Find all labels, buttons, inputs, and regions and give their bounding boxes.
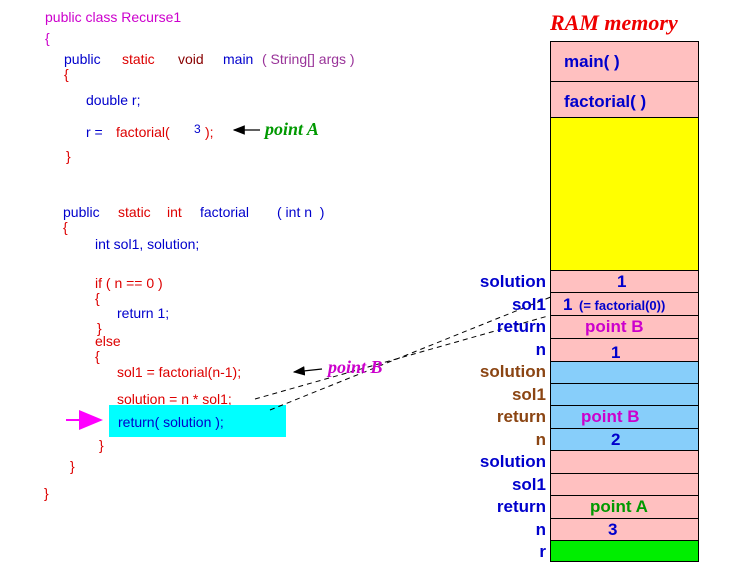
ram-memory-title: RAM memory [550, 10, 678, 35]
brace-close: } [70, 458, 75, 474]
sol1-value-note: (= factorial(0)) [579, 298, 666, 313]
return-1: return 1; [117, 305, 170, 321]
keyword-void: void [178, 51, 204, 67]
return-cell-2 [550, 405, 699, 429]
brace-close: } [66, 148, 71, 164]
sol1-assign: sol1 = factorial(n-1); [117, 364, 242, 380]
brace-open: { [45, 30, 50, 46]
r-cell [550, 540, 699, 562]
n-cell-2 [550, 428, 699, 451]
sol1-cell-3 [550, 473, 699, 496]
keyword-static: static [122, 51, 155, 67]
return-value-3: point A [590, 497, 648, 516]
brace-close: } [44, 485, 49, 501]
label-r: r [539, 542, 546, 561]
sol1-cell-2 [550, 383, 699, 406]
label-solution-3: solution [479, 452, 546, 471]
main-params: ( String[] args ) [262, 51, 355, 67]
keyword-public: public [63, 204, 100, 220]
free-memory-area [550, 117, 699, 271]
class-declaration: public class Recurse1 [45, 9, 182, 25]
keyword-int: int [167, 204, 182, 220]
decl-sol1-solution: int sol1, solution; [95, 236, 200, 252]
label-sol1-1: sol1 [511, 295, 546, 314]
decl-double-r: double r; [86, 92, 141, 108]
n-value-3: 3 [608, 520, 618, 539]
method-factorial: factorial [200, 204, 250, 220]
return-value-1: point B [585, 317, 644, 336]
sol1-value-1: 1 [563, 295, 573, 314]
main-frame-cell [550, 41, 699, 82]
arg-3: 3 [194, 122, 201, 136]
solution-value-1: 1 [617, 272, 627, 291]
n-cell-1 [550, 338, 699, 362]
factorial-params: ( int n ) [277, 204, 325, 220]
label-return-1: return [496, 317, 546, 336]
n-value-2: 2 [611, 430, 621, 449]
factorial-frame-cell [550, 81, 699, 118]
n-value-1: 1 [611, 343, 621, 362]
brace-open: { [95, 348, 100, 364]
point-b-arrow [292, 366, 323, 376]
label-sol1-2: sol1 [511, 385, 546, 404]
keyword-public: public [64, 51, 101, 67]
solution-assign: solution = n * sol1; [117, 391, 232, 407]
point-b-annotation: point B [328, 357, 383, 377]
sol1-link-arrow [254, 315, 549, 400]
brace-close: } [99, 437, 104, 453]
method-main: main [223, 51, 254, 67]
solution-cell-2 [550, 361, 699, 384]
factorial-call: factorial( [116, 124, 170, 140]
return-value-arrow [269, 281, 589, 411]
brace-open: { [95, 290, 100, 306]
brace-open: { [64, 66, 69, 82]
point-a-annotation: point A [265, 119, 319, 139]
label-n-1: n [535, 340, 546, 359]
assign-r: r = [86, 124, 103, 140]
sol1-cell-1 [550, 292, 699, 316]
brace-open: { [63, 219, 68, 235]
label-n-2: n [535, 430, 546, 449]
label-solution-1: solution [479, 272, 546, 291]
n-cell-3 [550, 518, 699, 541]
current-line-highlight [109, 405, 286, 437]
keyword-static: static [118, 204, 151, 220]
return-value-2: point B [581, 407, 640, 426]
brace-close: } [97, 320, 102, 336]
call-end: ); [205, 124, 214, 140]
solution-cell-3 [550, 450, 699, 474]
label-n-3: n [535, 520, 546, 539]
if-condition: if ( n == 0 ) [95, 275, 163, 291]
label-solution-2: solution [479, 362, 546, 381]
label-sol1-3: sol1 [511, 475, 546, 494]
keyword-else: else [95, 333, 121, 349]
main-frame-label: main( ) [564, 52, 620, 71]
factorial-frame-label: factorial( ) [564, 92, 647, 111]
return-solution: return( solution ); [118, 414, 224, 430]
label-return-3: return [496, 497, 546, 516]
label-return-2: return [496, 407, 546, 426]
